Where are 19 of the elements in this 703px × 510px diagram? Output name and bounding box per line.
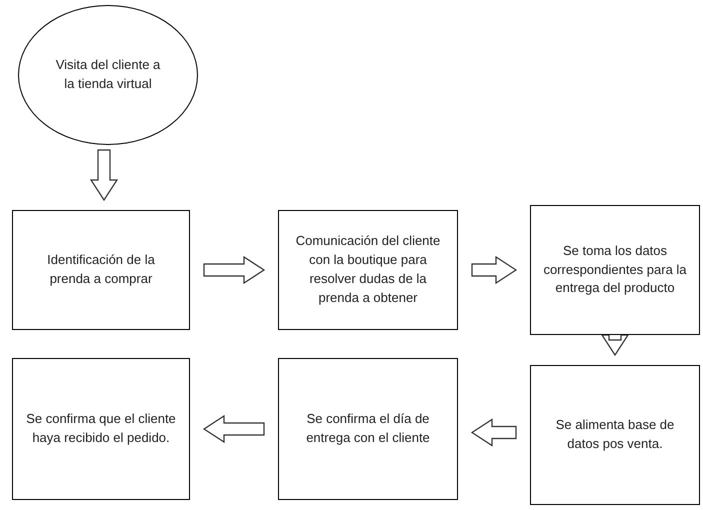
node-text: Se confirma que el cliente haya recibido el pedido. [26, 410, 176, 447]
node-text: Comunicación del cliente con la boutique para resolver dudas de la prenda a obtener [294, 232, 442, 307]
node-text: Se confirma el día de entrega con el cliente [305, 410, 431, 447]
process-box [530, 205, 700, 335]
process-box [12, 358, 190, 500]
node-text: Visita del cliente a la tienda virtual [54, 56, 162, 93]
process-box [12, 210, 190, 330]
block-arrow [90, 149, 118, 202]
process-box [278, 210, 458, 330]
block-arrow [600, 334, 630, 356]
block-arrow [470, 418, 517, 447]
node-text: Identificación de la prenda a comprar [46, 251, 156, 288]
block-arrow [202, 414, 265, 444]
block-arrow [471, 256, 518, 284]
process-box [530, 365, 700, 505]
process-box [278, 358, 458, 500]
node-text: Se alimenta base de datos pos venta. [554, 416, 676, 453]
block-arrow [203, 256, 266, 284]
node-text: Se toma los datos correspondientes para la entrega del producto [542, 242, 688, 298]
